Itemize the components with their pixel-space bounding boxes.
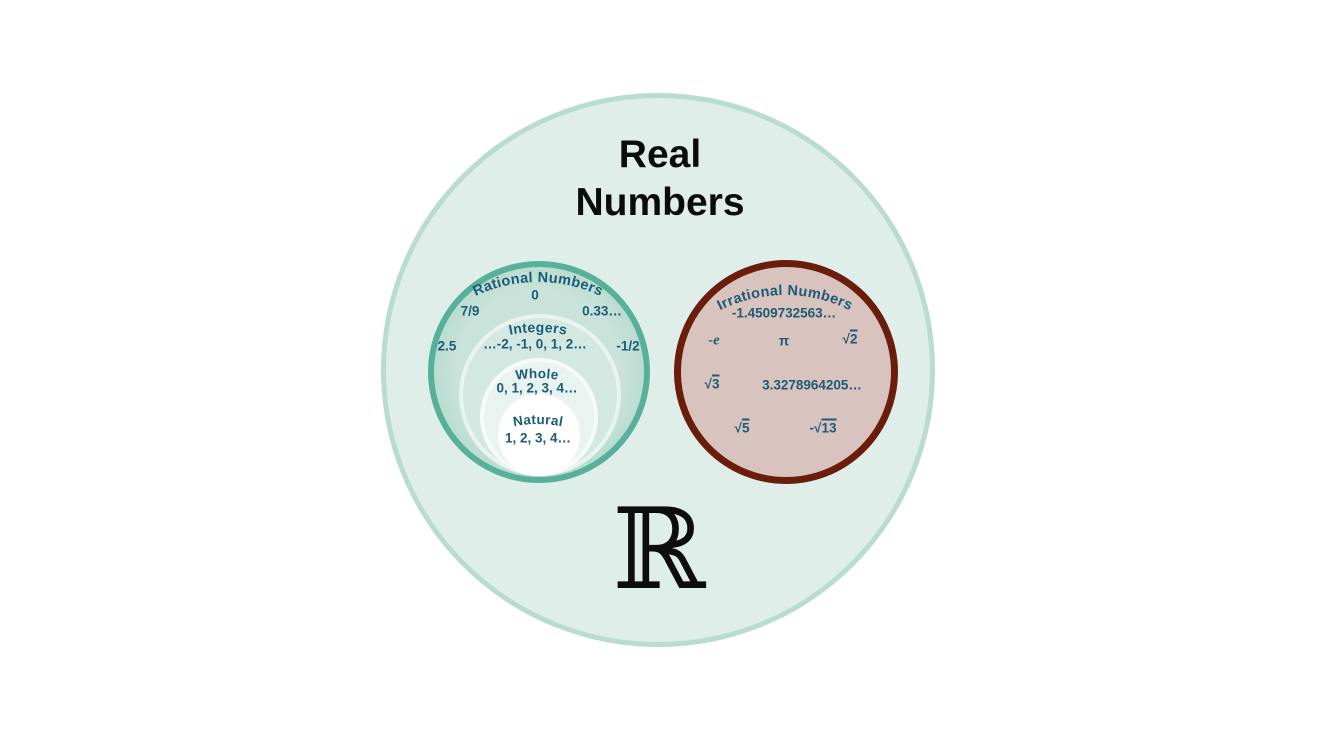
radical-sign: -√ [809, 420, 822, 436]
irrational-example-sqrt3: √3 [705, 377, 720, 392]
radicand: 3 [711, 376, 720, 392]
integers-values: …-2, -1, 0, 1, 2… [483, 336, 587, 352]
natural-values: 1, 2, 3, 4… [504, 430, 572, 446]
irrational-example-neg-e: -e [708, 332, 720, 349]
rational-example-seven-ninths: 7/9 [460, 303, 480, 319]
title-line-2: Numbers [575, 181, 745, 224]
title-line-1: Real [618, 133, 702, 176]
irrational-example-neg-sqrt13: -√13 [810, 421, 837, 436]
irrational-example-pi: π [778, 333, 790, 349]
irrational-example-sqrt5: √5 [735, 421, 750, 436]
real-numbers-symbol: ℝ [612, 485, 706, 615]
irrational-example-decimal-2: 3.3278964205… [762, 377, 862, 393]
irrational-example-decimal-1: -1.4509732563… [731, 305, 837, 321]
whole-values: 0, 1, 2, 3, 4… [496, 380, 578, 396]
rational-example-neg-one-half: -1/2 [616, 338, 640, 354]
rational-example-2-point-5: 2.5 [437, 338, 457, 354]
radicand: 5 [741, 420, 750, 436]
radical-sign: √ [704, 376, 712, 392]
radical-sign: √ [734, 420, 742, 436]
radical-sign: √ [842, 331, 850, 347]
rational-example-point33: 0.33… [582, 303, 622, 319]
diagram-title: Real Numbers [575, 131, 744, 227]
natural-numbers-circle [498, 394, 580, 476]
radicand: 2 [849, 331, 858, 347]
radicand: 13 [821, 420, 837, 436]
irrational-example-sqrt2: √2 [843, 332, 858, 347]
irrational-numbers-circle [674, 260, 898, 484]
rational-example-zero: 0 [531, 287, 539, 303]
